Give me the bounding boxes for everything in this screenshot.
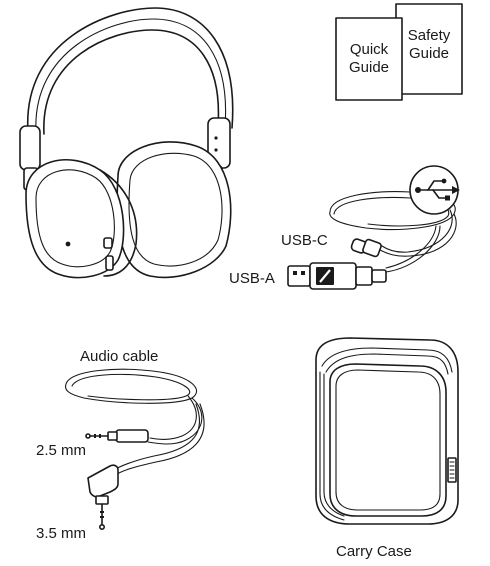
safety-guide-line1: Safety [408,27,451,44]
usb-a-plug [287,262,387,290]
carry-case [315,337,459,525]
plug-2-5mm-label: 2.5 mm [36,442,86,459]
usb-cable [287,165,460,290]
quick-guide-line1: Quick [350,41,389,58]
plug-3-5mm-label: 3.5 mm [36,525,86,542]
audio-cable [64,368,205,530]
audio-cable-label: Audio cable [80,348,158,365]
safety-guide-line2: Guide [409,45,449,62]
headphones-icon [19,7,234,279]
safety-guide-booklet: Safety Guide [395,3,463,95]
brand-logo-icon [316,267,334,285]
quick-guide-line2: Guide [349,59,389,76]
usb-c-plug [350,238,382,258]
plug-2-5mm [85,429,149,443]
quick-guide-booklet: Quick Guide [335,17,403,101]
usb-a-label: USB-A [229,270,275,287]
plug-3-5mm [87,464,119,530]
usb-symbol-icon [409,165,460,215]
carry-case-label: Carry Case [336,543,412,560]
usb-c-label: USB-C [281,232,328,249]
